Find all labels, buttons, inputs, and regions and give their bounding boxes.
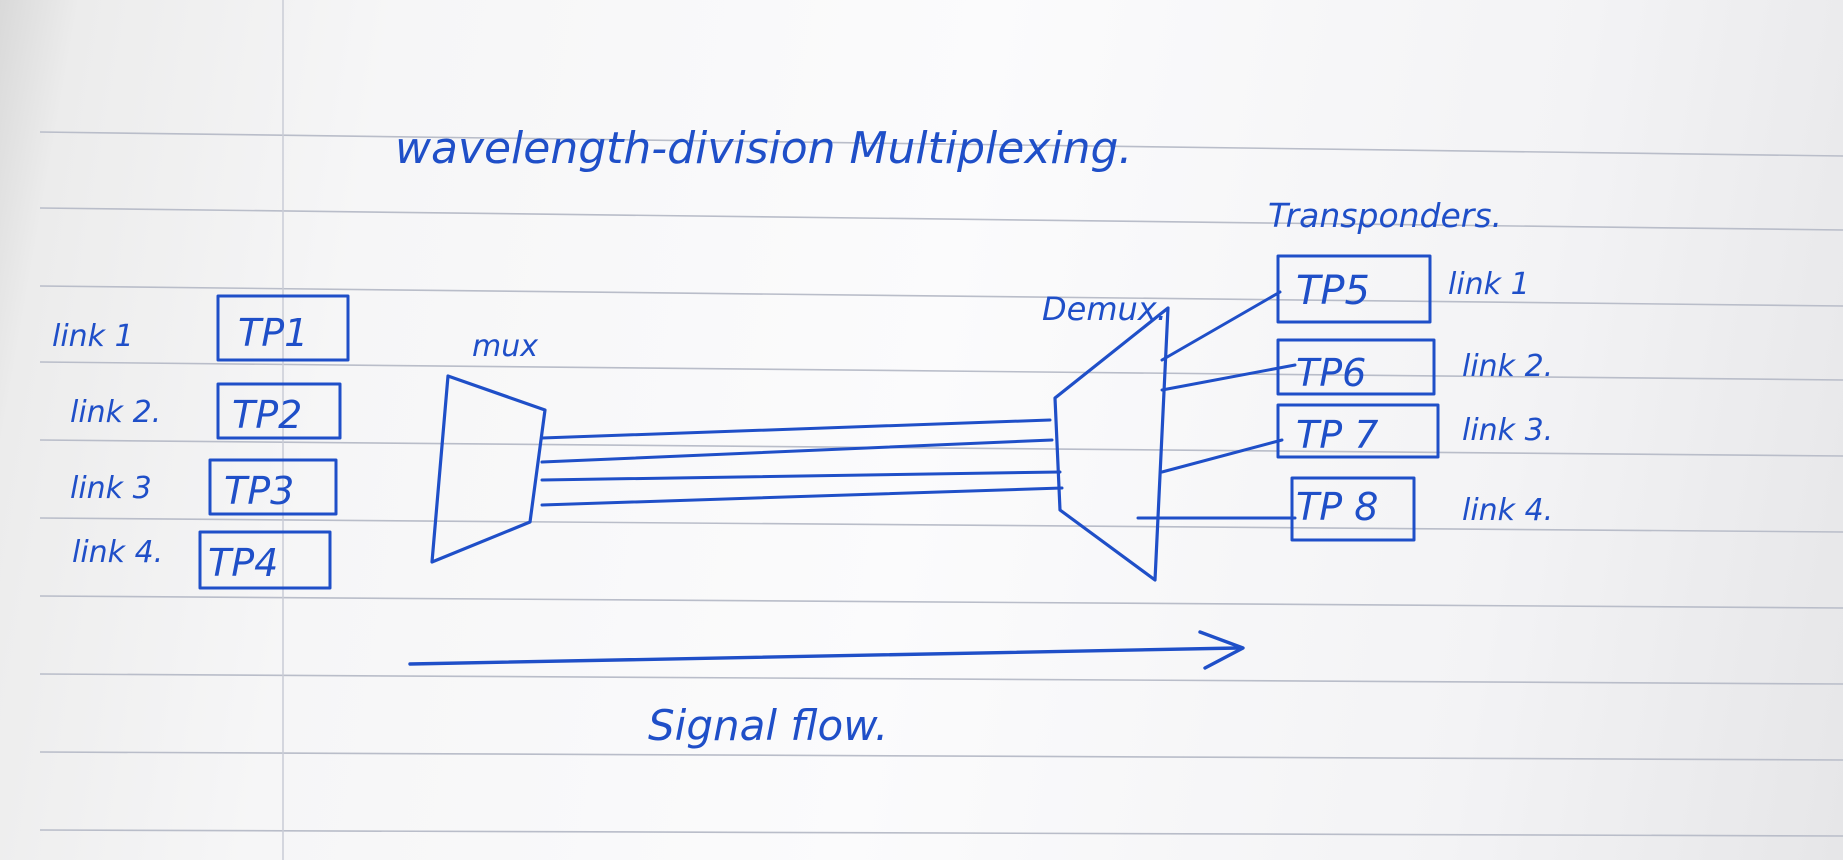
arrow-head-icon [1198, 630, 1245, 670]
tp-box [216, 294, 350, 362]
arrow-shaft [408, 646, 1240, 666]
rule-line [39, 673, 1843, 685]
tp-label: TP2 [232, 393, 302, 437]
left-transponders: link 1 TP1 link 2. TP2 link 3 TP3 link 4… [52, 294, 350, 590]
tp-box [208, 458, 338, 516]
rule-line [39, 751, 1843, 761]
rule-line [39, 439, 1843, 457]
tp-box [1276, 338, 1436, 396]
output-line [1160, 363, 1297, 392]
left-link-label: link 2. [70, 395, 161, 430]
demux-label: Demux. [1042, 290, 1167, 328]
rule-line [39, 517, 1843, 533]
tp-label: TP 7 [1296, 413, 1378, 457]
tp-box [216, 382, 342, 440]
tp-label: TP6 [1296, 351, 1366, 395]
tp-label: TP5 [1296, 268, 1370, 314]
right-link-label: link 2. [1462, 349, 1553, 384]
tp-label: TP4 [208, 541, 278, 585]
right-transponders: TP5 link 1 TP6 link 2. TP 7 link 3. TP 8… [1276, 254, 1553, 542]
signal-flow-label: Signal flow. [648, 701, 888, 750]
fiber-line [540, 418, 1052, 440]
rule-line [39, 829, 1843, 837]
tp-box [1276, 403, 1440, 459]
demux-outputs [1136, 290, 1297, 520]
rule-line [39, 361, 1843, 381]
tp-box [1290, 476, 1416, 542]
rule-line [39, 131, 1843, 157]
output-line [1160, 290, 1282, 362]
right-link-label: link 3. [1462, 413, 1553, 448]
fiber-line [540, 486, 1064, 507]
signal-flow-arrow [408, 630, 1245, 670]
rule-line [39, 207, 1843, 231]
rule-line [39, 595, 1843, 609]
tp-box [198, 530, 332, 590]
transponders-label: Transponders. [1268, 196, 1502, 235]
mux-label: mux [472, 329, 538, 364]
tp-label: TP1 [238, 311, 308, 355]
left-link-label: link 1 [52, 319, 134, 354]
right-link-label: link 4. [1462, 493, 1553, 528]
ruled-lines [39, 0, 1843, 860]
tp-label: TP3 [224, 469, 294, 513]
mux-shape [430, 374, 547, 564]
rule-line [39, 285, 1843, 307]
output-line [1160, 438, 1284, 474]
left-link-label: link 4. [72, 535, 163, 570]
demux-shape [1053, 306, 1170, 582]
tp-box [1276, 254, 1432, 324]
left-link-label: link 3 [70, 471, 152, 506]
fiber-links [540, 418, 1064, 507]
right-link-label: link 1 [1448, 267, 1530, 302]
fiber-line [540, 470, 1062, 482]
diagram-title: wavelength-division Multiplexing. [395, 123, 1132, 174]
tp-label: TP 8 [1296, 485, 1378, 529]
fiber-line [540, 438, 1054, 464]
